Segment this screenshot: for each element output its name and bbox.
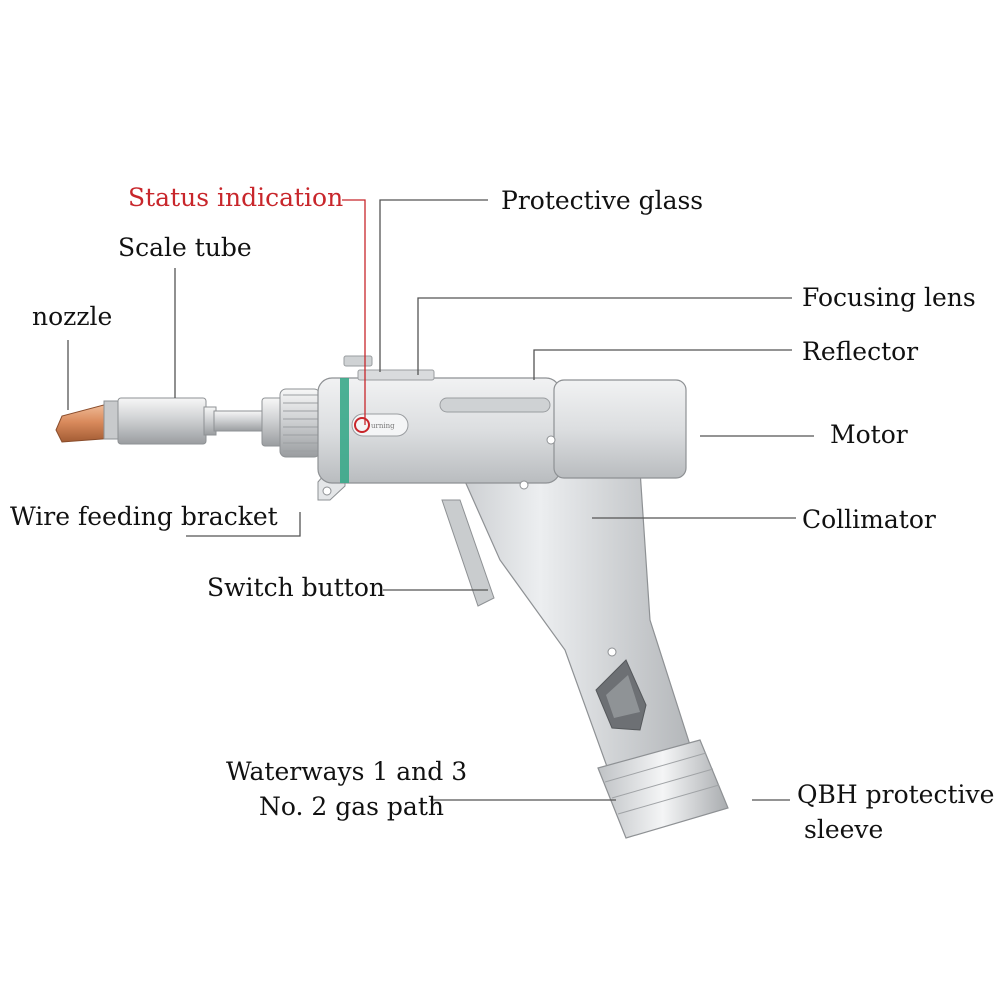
indicator-ring	[340, 378, 349, 483]
label-waterways-line2: No. 2 gas path	[259, 792, 444, 821]
label-waterways-line1: Waterways 1 and 3	[226, 757, 468, 786]
switch-button-shape	[441, 499, 495, 607]
label-protective-glass: Protective glass	[501, 186, 704, 215]
label-focusing-lens: Focusing lens	[802, 283, 976, 312]
label-switch-button: Switch button	[207, 573, 385, 602]
label-qbh-line1: QBH protective	[797, 780, 995, 809]
status-badge-text: urning	[371, 422, 395, 430]
top-slot	[439, 397, 551, 413]
protective-glass-leader	[379, 199, 488, 372]
focusing-lens-leader	[417, 297, 792, 375]
label-reflector: Reflector	[802, 337, 919, 366]
nozzle-collar	[103, 400, 119, 440]
label-motor: Motor	[830, 420, 908, 449]
qbh-sleeve-shape	[597, 739, 729, 839]
label-nozzle: nozzle	[32, 302, 113, 331]
label-qbh-line2: sleeve	[804, 815, 884, 844]
label-wire-feeding-bracket: Wire feeding bracket	[10, 502, 278, 531]
wire-feeding-bracket-leader	[186, 512, 301, 537]
label-collimator: Collimator	[802, 505, 936, 534]
label-scale-tube: Scale tube	[118, 233, 252, 262]
label-status-indication: Status indication	[128, 183, 344, 212]
leader-lines	[67, 199, 814, 801]
threaded-collar	[279, 388, 321, 458]
reflector-leader	[533, 349, 792, 380]
scale-tube-body	[117, 397, 207, 445]
scale-tube-rod	[213, 410, 267, 432]
motor-housing	[553, 379, 687, 479]
status-light	[354, 417, 370, 433]
status-indication-leader	[342, 199, 366, 425]
